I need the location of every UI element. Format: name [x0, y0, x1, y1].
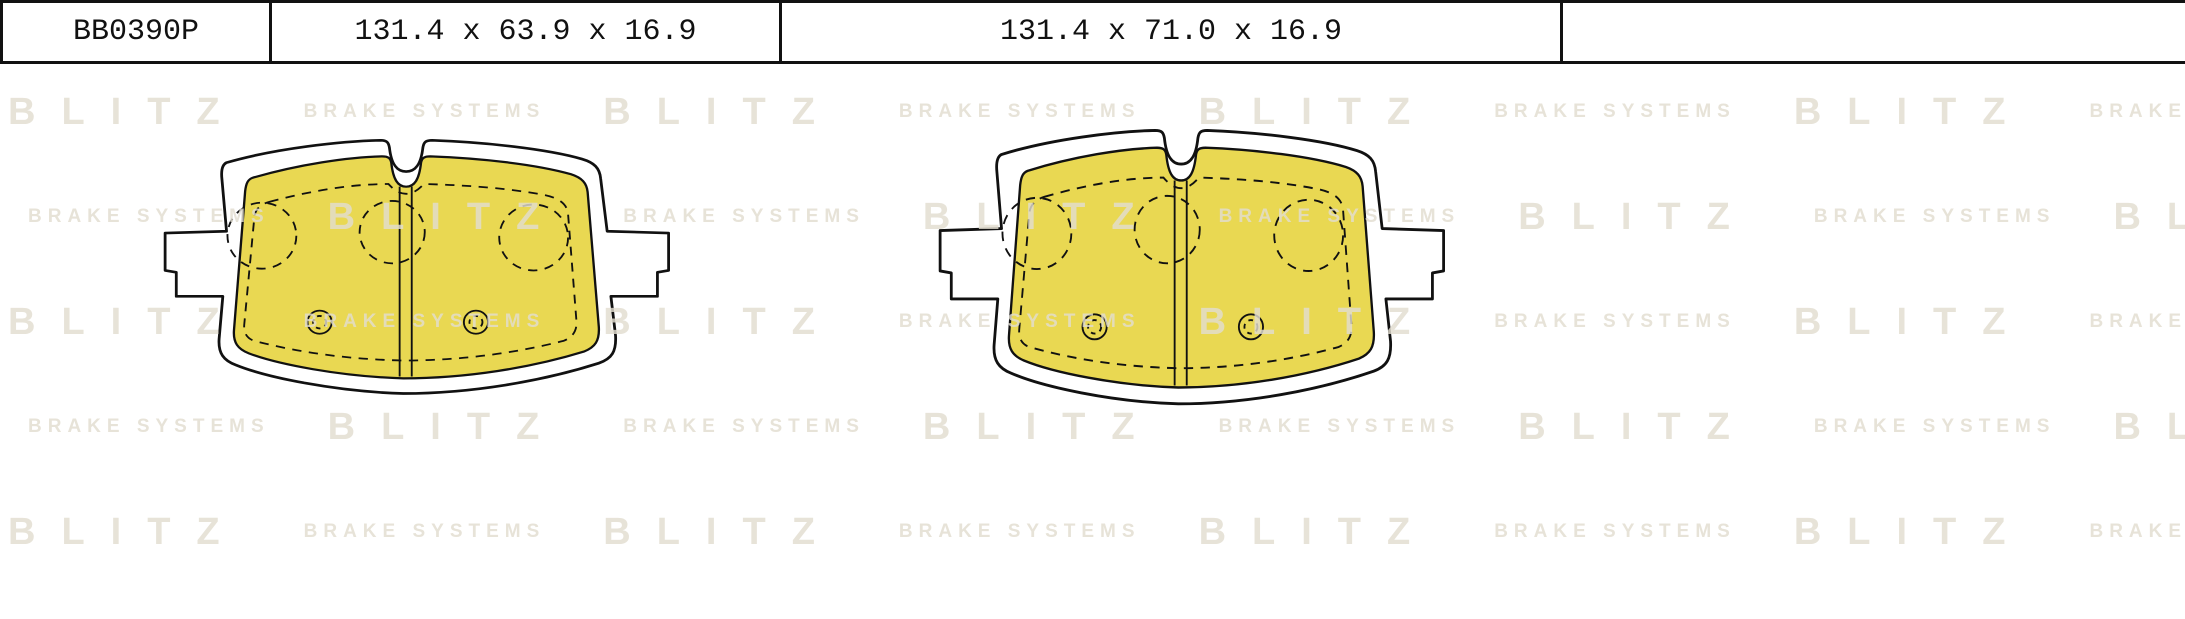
watermark-brake-systems-text: BRAKE SYSTEMS: [1813, 206, 2056, 227]
watermark-row: BLITZ BRAKE SYSTEMS BLITZ BRAKE SYSTEMS BLIT…: [0, 510, 2185, 554]
dimensions-right-pad: 131.4 x 71.0 x 16.9: [782, 3, 1563, 61]
watermark-blitz-text: BLITZ: [1793, 510, 2032, 553]
watermark-brake-systems-text: BRAKE SYSTEMS: [623, 416, 865, 437]
watermark-blitz-text: BLITZ: [1793, 90, 2032, 133]
watermark-brake-systems-text: BRAKE SYSTEMS: [898, 521, 1141, 542]
watermark-brake-systems-text: BRAKE SYSTEMS: [1494, 521, 1736, 542]
watermark-blitz-text: BLITZ: [1198, 510, 1437, 553]
brake-pad-left-svg: [163, 138, 670, 395]
watermark-blitz-text: BLITZ: [8, 510, 246, 553]
dimensions-left-pad: 131.4 x 63.9 x 16.9: [272, 3, 782, 61]
part-number: BB0390P: [0, 3, 272, 61]
watermark-blitz-text: BLITZ: [2113, 195, 2185, 238]
brake-pad-drawing-left: [113, 102, 690, 414]
watermark-blitz-text: BLITZ: [603, 510, 841, 553]
watermark-blitz-text: BLITZ: [1518, 195, 1756, 238]
empty-cell: [1563, 3, 2185, 61]
watermark-brake-systems-text: BRAKE SYSTEMS: [2089, 521, 2185, 542]
watermark-blitz-text: BLITZ: [2113, 405, 2185, 448]
watermark-brake-systems-text: BRAKE SYSTEMS: [28, 416, 270, 437]
watermark-blitz-text: BLITZ: [1518, 405, 1756, 448]
watermark-brake-systems-text: BRAKE SYSTEMS: [2089, 101, 2185, 122]
watermark-brake-systems-text: BRAKE SYSTEMS: [2089, 311, 2185, 332]
watermark-brake-systems-text: BRAKE SYSTEMS: [1813, 416, 2056, 437]
watermark-brake-systems-text: BRAKE SYSTEMS: [1494, 101, 1736, 122]
brake-pad-drawing-right: [888, 89, 1465, 426]
spec-table-row: BB0390P 131.4 x 63.9 x 16.9 131.4 x 71.0…: [0, 0, 2185, 64]
drawing-area: BLITZ BRAKE SYSTEMS BLITZ BRAKE SYSTEMS BLIT…: [0, 64, 2185, 619]
watermark-blitz-text: BLITZ: [1793, 300, 2032, 343]
brake-pad-right-svg: [938, 128, 1446, 406]
watermark-brake-systems-text: BRAKE SYSTEMS: [303, 521, 546, 542]
watermark-brake-systems-text: BRAKE SYSTEMS: [1494, 311, 1736, 332]
